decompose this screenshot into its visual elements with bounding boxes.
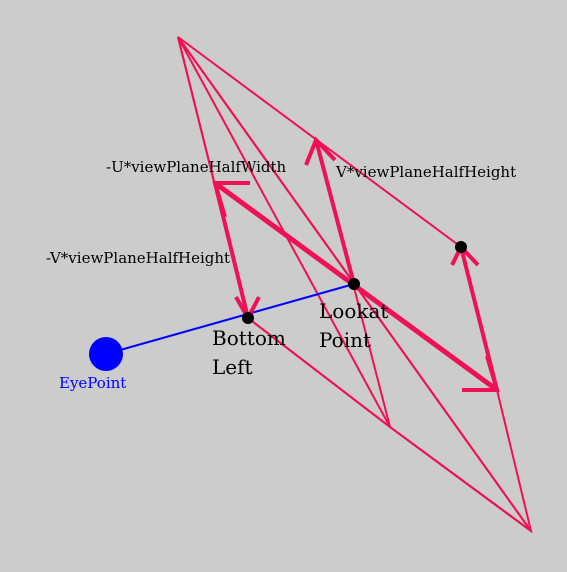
v-arrowhead — [304, 136, 337, 166]
lookat-label-line2: Point — [319, 328, 371, 352]
lookat-point-marker — [348, 278, 360, 290]
bottom-left-marker — [242, 312, 254, 324]
v-half-height-label: V*viewPlaneHalfHeight — [335, 163, 516, 181]
eye-ray-to-lookat — [105, 283, 355, 355]
neg-v-arrow-shaft — [213, 182, 250, 319]
bottom-left-label-line1: Bottom — [212, 326, 286, 350]
v-arrow-shaft — [314, 139, 356, 285]
eye-point-label: EyePoint — [59, 374, 126, 392]
bottom-left-label-line2: Left — [212, 355, 253, 379]
lookat-label-line1: Lookat — [319, 299, 388, 323]
right-v-arrow-shaft — [459, 246, 499, 391]
eye-point-marker — [89, 337, 123, 371]
neg-v-half-height-label: -V*viewPlaneHalfHeight — [46, 249, 230, 267]
neg-u-half-width-label: -U*viewPlaneHalfWidth — [106, 158, 287, 176]
right-edge-marker — [455, 241, 467, 253]
